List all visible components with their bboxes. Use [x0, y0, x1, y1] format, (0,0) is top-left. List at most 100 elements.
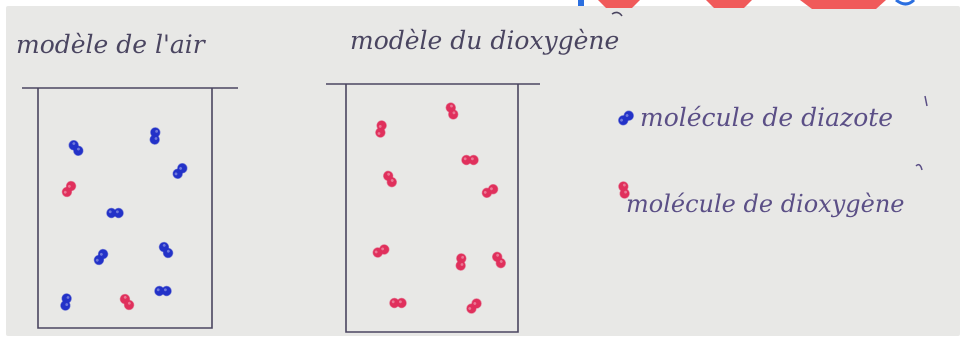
atom-highlight — [450, 104, 453, 108]
atom-highlight — [156, 288, 160, 292]
nitrogen-molecule — [68, 140, 84, 156]
banner-fragment — [598, 0, 640, 8]
banner-letter-fragment — [578, 0, 584, 6]
atom — [65, 180, 77, 192]
atom-highlight — [381, 247, 385, 251]
paper-background — [6, 6, 960, 336]
atom-highlight — [155, 129, 159, 133]
atom — [113, 207, 124, 219]
banner-fragment — [800, 0, 886, 9]
dioxygen-molecule — [119, 293, 135, 311]
atom-highlight — [166, 249, 170, 253]
atom — [619, 188, 630, 199]
atom — [177, 163, 188, 174]
atom-highlight — [95, 258, 99, 262]
nitrogen-molecule — [149, 127, 161, 145]
nitrogen-molecule — [158, 241, 174, 259]
banner-fragment — [706, 0, 752, 8]
atom — [60, 300, 71, 311]
atom — [162, 247, 174, 259]
nitrogen-molecule — [154, 285, 172, 297]
atom-highlight — [164, 288, 167, 292]
atom-highlight — [461, 255, 465, 259]
nitrogen-molecule — [60, 293, 72, 311]
atom — [468, 154, 479, 166]
dioxygen-molecule — [61, 180, 77, 198]
atom — [379, 244, 390, 255]
top-banner-fragments — [578, 0, 916, 17]
accent-mark — [611, 11, 623, 17]
atom-highlight — [620, 118, 623, 122]
atom-highlight — [399, 300, 402, 304]
nitrogen-molecule — [172, 163, 188, 179]
atom-highlight — [99, 252, 103, 256]
nitrogen-molecule — [93, 248, 109, 266]
accent-mark — [915, 163, 923, 171]
dioxygen-molecule — [383, 170, 397, 188]
legend-dioxygen-swatch — [618, 181, 630, 199]
atom-highlight — [123, 295, 127, 299]
atom-highlight — [162, 243, 166, 247]
atom-highlight — [468, 307, 472, 310]
atom-highlight — [483, 190, 487, 194]
atom-highlight — [471, 157, 474, 161]
atom-highlight — [72, 142, 76, 145]
dioxygen-molecule — [466, 298, 482, 314]
atom — [73, 145, 84, 156]
legend-dioxygen-label: molécule de dioxygène — [626, 190, 905, 218]
atom-highlight — [378, 125, 382, 128]
atom-highlight — [496, 253, 500, 257]
dioxygen-molecule — [461, 154, 479, 166]
atom-highlight — [374, 250, 378, 254]
banner-letter-fragment — [895, 0, 916, 6]
atom-highlight — [116, 210, 119, 214]
atom — [455, 260, 466, 271]
air-jar — [22, 87, 238, 329]
atom — [123, 299, 135, 311]
dioxygen-molecule — [375, 120, 387, 138]
atom — [396, 297, 407, 309]
atom — [495, 257, 506, 269]
jar-outline — [37, 88, 213, 329]
atom-highlight — [77, 147, 80, 151]
dioxygen-model-title: modèle du dioxygène — [350, 26, 620, 55]
atom-highlight — [67, 184, 71, 188]
atom-highlight — [377, 132, 381, 135]
atom — [386, 176, 397, 188]
dioxygen-jar — [326, 83, 540, 333]
dioxygen-molecule — [389, 297, 407, 309]
atom — [487, 184, 499, 195]
jar-outline — [345, 84, 519, 333]
atom — [623, 110, 634, 121]
legend-nitrogen-label: molécule de diazote — [640, 103, 894, 132]
atom-highlight — [490, 187, 493, 191]
atom — [448, 109, 459, 120]
dioxygen-molecule — [445, 102, 459, 120]
atom-highlight — [65, 303, 69, 306]
atom-highlight — [625, 114, 629, 117]
atom-highlight — [154, 137, 158, 140]
atom-highlight — [452, 111, 456, 115]
atom-highlight — [499, 260, 503, 263]
air-model-title: modèle de l'air — [16, 30, 205, 59]
atom — [161, 285, 172, 297]
atom — [149, 134, 160, 145]
atom — [376, 120, 387, 131]
atom-highlight — [624, 190, 627, 194]
atom-highlight — [460, 263, 464, 266]
dioxygen-molecule — [492, 251, 506, 269]
atom-highlight — [463, 157, 467, 161]
molecules — [60, 102, 634, 314]
atom-highlight — [390, 179, 394, 182]
atom-highlight — [127, 301, 131, 305]
accent-mark — [924, 95, 928, 107]
atom-highlight — [179, 166, 183, 170]
atom-highlight — [66, 296, 70, 299]
dioxygen-molecule — [481, 184, 499, 198]
atom — [97, 248, 109, 260]
atom — [471, 298, 482, 309]
atom-highlight — [473, 302, 477, 305]
nitrogen-molecule — [106, 207, 124, 219]
atom-highlight — [174, 172, 178, 176]
